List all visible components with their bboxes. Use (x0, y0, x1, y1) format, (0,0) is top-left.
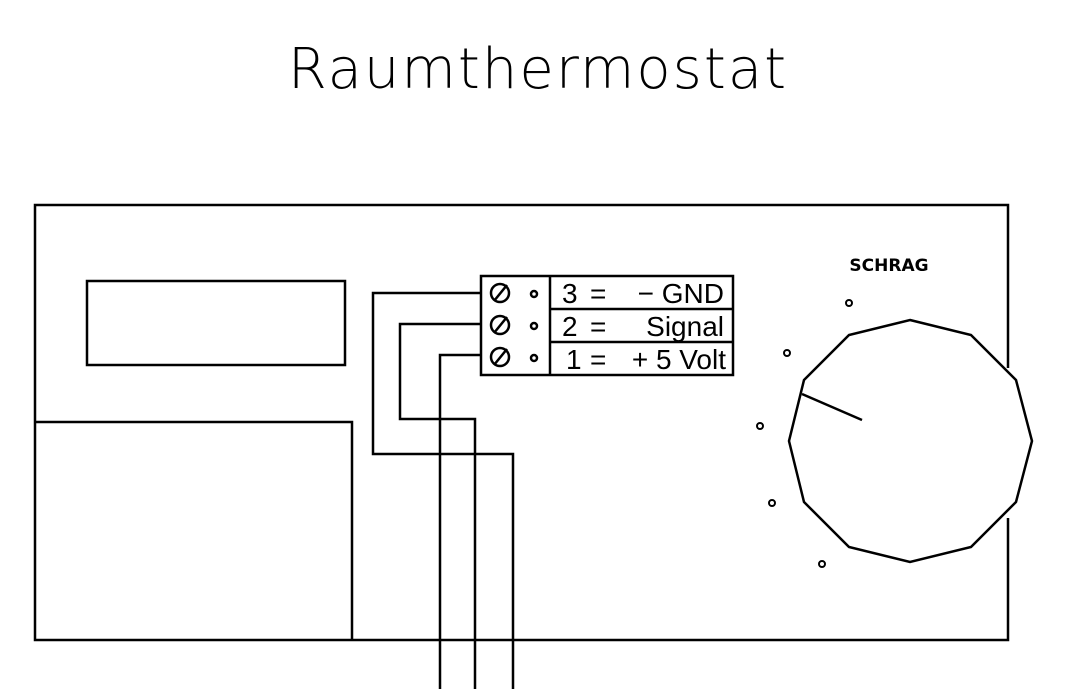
dial-housing-gap (1004, 368, 1014, 518)
terminal-number: 3 (562, 278, 578, 309)
terminal-label: Signal (646, 311, 724, 342)
screw-icon (489, 346, 511, 368)
scale-dot (818, 560, 826, 568)
wire-signal (398, 322, 481, 689)
pin-icon (529, 321, 539, 331)
title: Raumthermostat (288, 37, 788, 102)
scale-dot (783, 349, 791, 357)
thermostat-dial[interactable] (787, 318, 1034, 564)
wire-5v (438, 353, 481, 689)
terminal-label: + 5 Volt (632, 344, 726, 375)
terminal-label: − GND (638, 278, 724, 309)
terminal-block: 3 = − GND 2 = Signal 1 = + 5 Volt (479, 274, 735, 377)
scale-dot (768, 499, 776, 507)
pin-icon (529, 353, 539, 363)
terminal-eq: = (590, 344, 606, 375)
lower-left-compartment (35, 420, 354, 640)
terminal-number: 1 (566, 344, 582, 375)
scale-dot (845, 299, 853, 307)
terminal-eq: = (590, 311, 606, 342)
screw-icon (489, 282, 511, 304)
terminal-eq: = (590, 278, 606, 309)
terminal-number: 2 (562, 311, 578, 342)
dial-pointer (801, 392, 863, 422)
pin-icon (529, 289, 539, 299)
dial-label: SCHRAG (849, 256, 928, 276)
wire-gnd (371, 291, 515, 689)
display-window (85, 279, 347, 367)
screw-icon (489, 314, 511, 336)
terminal-block-frame (479, 274, 735, 377)
scale-dot (756, 422, 764, 430)
